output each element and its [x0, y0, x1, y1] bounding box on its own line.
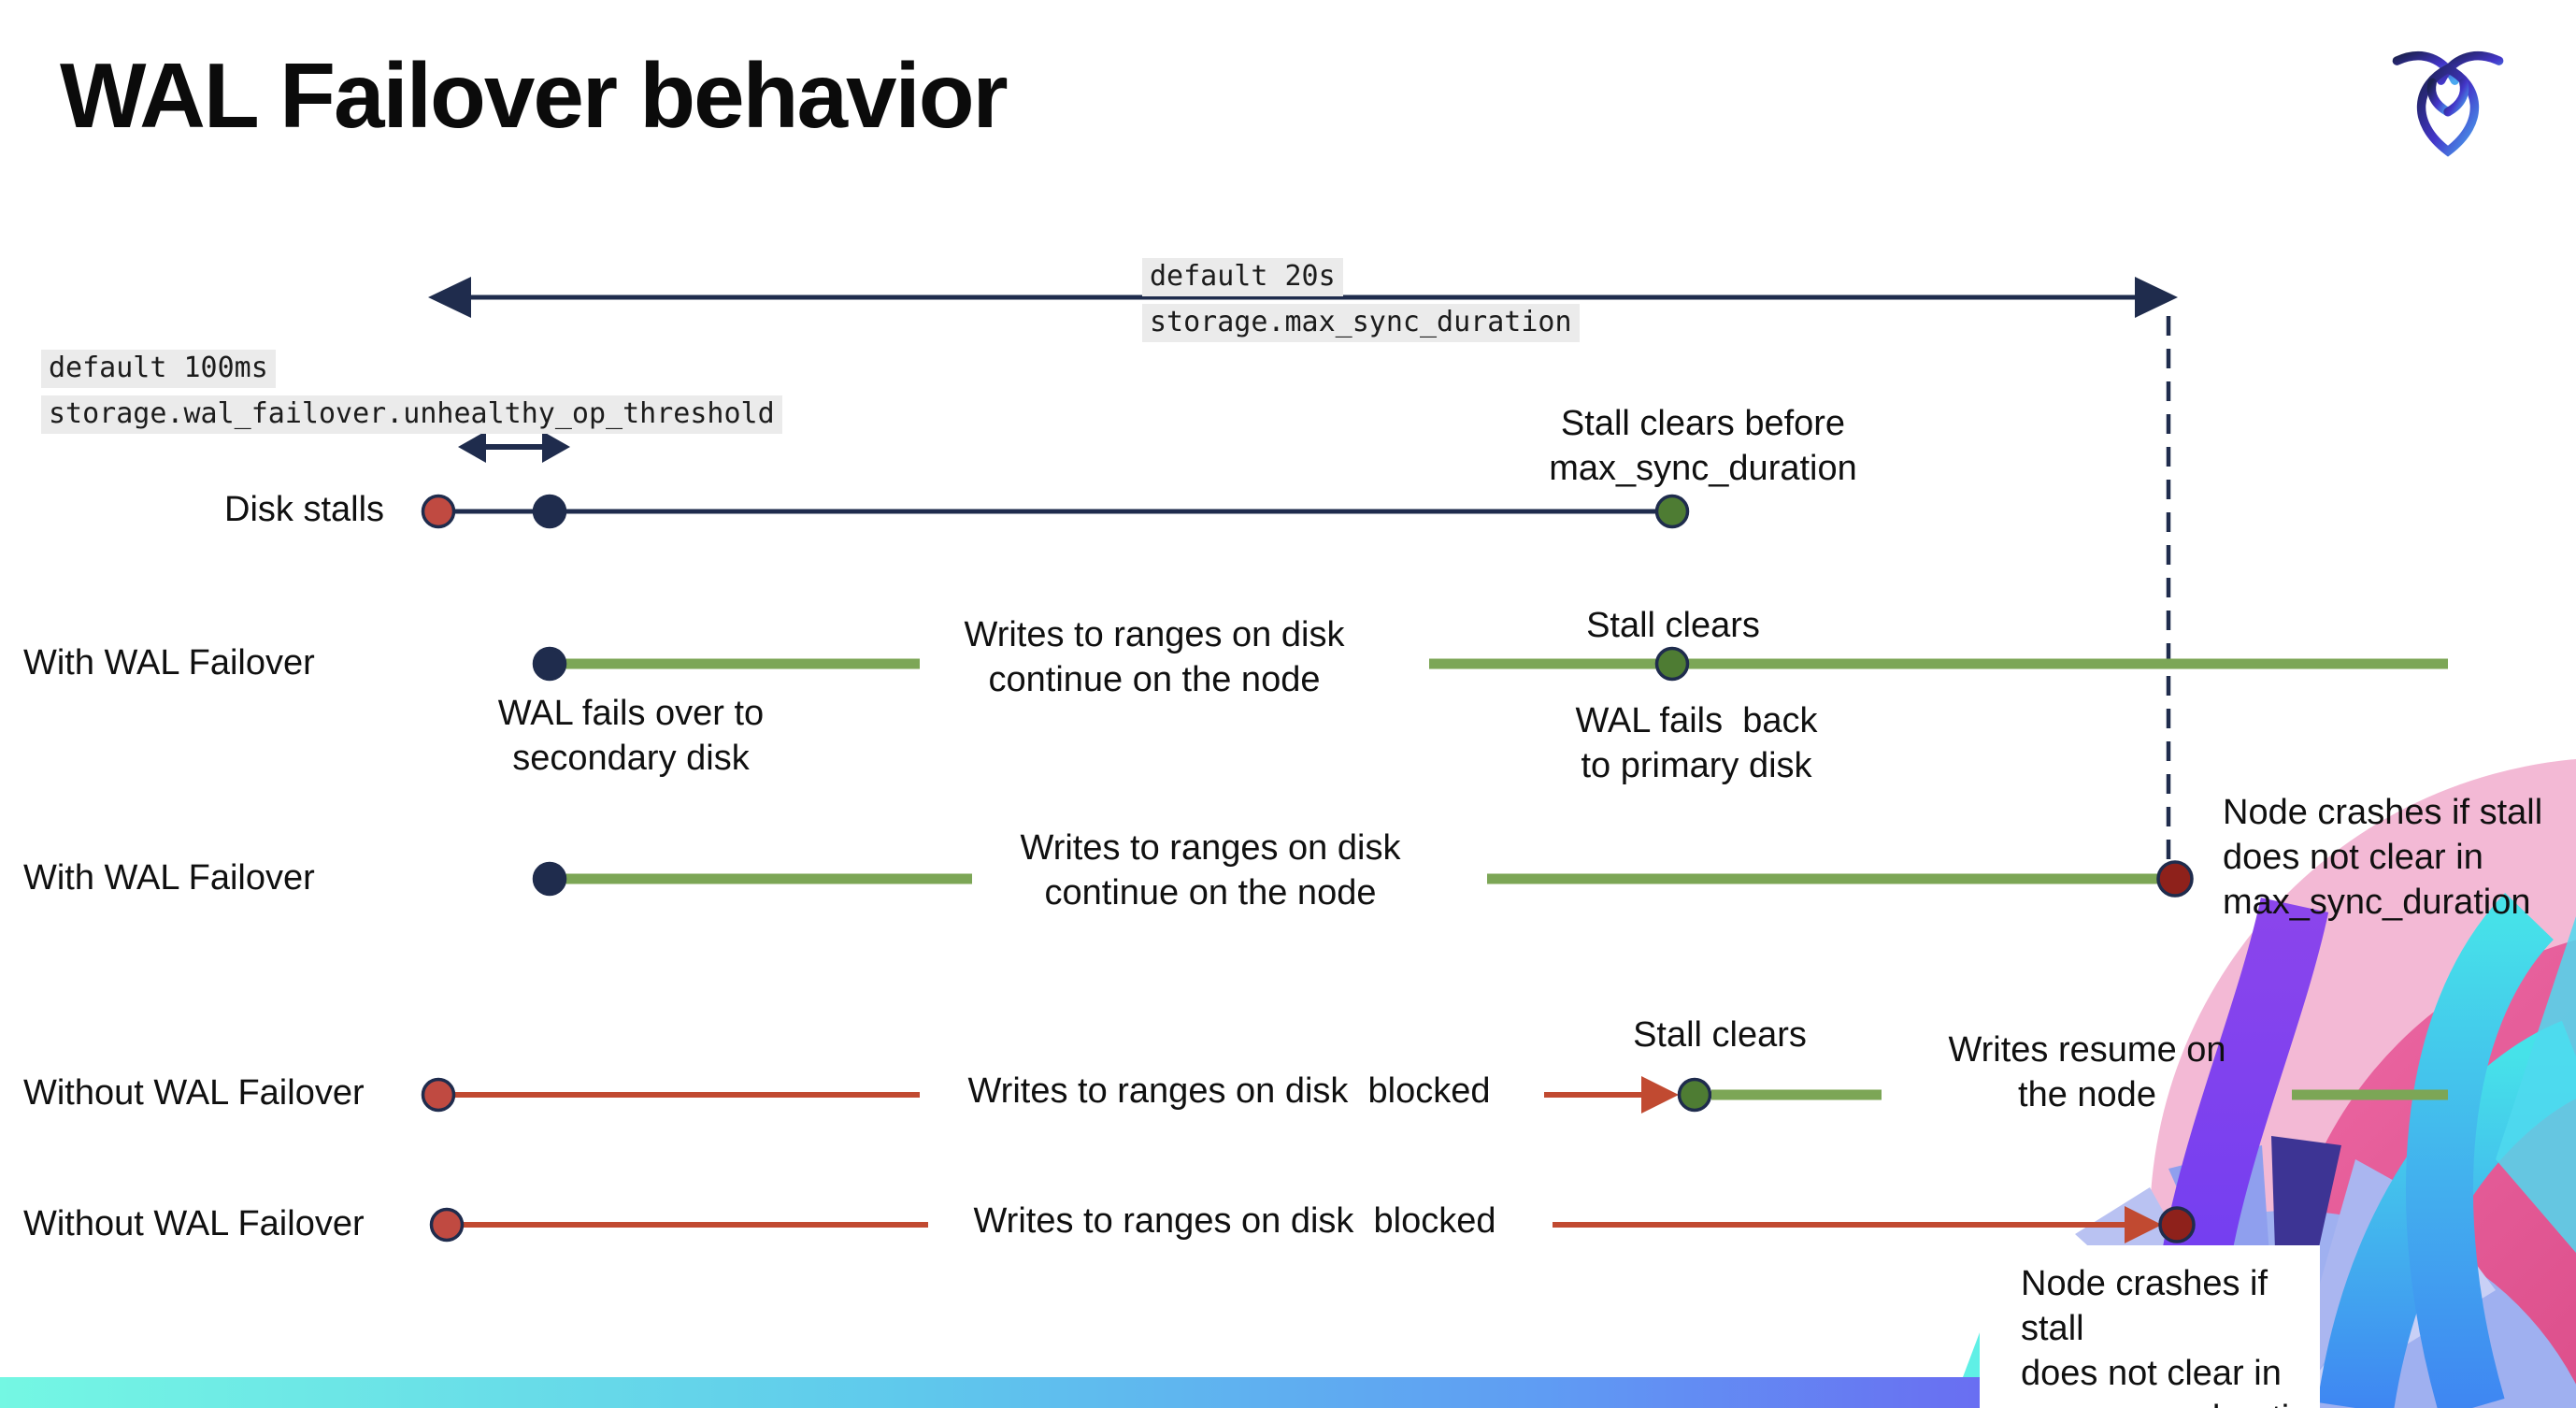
- max-sync-duration-arrowhead-right: [2135, 277, 2178, 318]
- threshold-arrowhead-right: [542, 431, 570, 463]
- stall-start-dot: [421, 494, 456, 529]
- note-writes-blocked: Writes to ranges on disk blocked: [973, 1201, 1496, 1241]
- failover-dot: [532, 861, 567, 897]
- note-stall-clears: Stall clears: [1633, 1015, 1807, 1055]
- stall-clears-dot: [1654, 646, 1690, 682]
- row-label-with-wal-failover: With WAL Failover: [23, 643, 315, 682]
- note-writes-continue: Writes to ranges on disk continue on the…: [1020, 828, 1401, 912]
- row-label-with-wal-failover: With WAL Failover: [23, 858, 315, 898]
- note-wal-fails-back: WAL fails back to primary disk: [1575, 701, 1818, 785]
- row-with-failover-a: [532, 646, 2448, 682]
- crash-note-box: Node crashes if stall does not clear in …: [1980, 1245, 2329, 1408]
- callout-unhealthy-op-threshold: default 100ms storage.wal_failover.unhea…: [41, 350, 782, 434]
- row-label-disk-stalls: Disk stalls: [224, 490, 385, 529]
- row-without-failover-a: [421, 1076, 2448, 1113]
- callout-default-value: default 100ms: [41, 350, 276, 388]
- threshold-arrowhead-left: [458, 431, 486, 463]
- note-stall-clears-before: Stall clears before max_sync_duration: [1549, 404, 1857, 488]
- red-arrowhead: [1641, 1076, 1679, 1113]
- note-writes-blocked: Writes to ranges on disk blocked: [967, 1071, 1491, 1111]
- row-with-failover-b: [532, 860, 2194, 898]
- threshold-reached-dot: [532, 494, 567, 529]
- stall-start-dot: [421, 1077, 456, 1113]
- red-arrowhead: [2125, 1206, 2162, 1243]
- note-node-crashes: Node crashes if stall does not clear in …: [2021, 1264, 2329, 1408]
- failover-dot: [532, 646, 567, 682]
- note-wal-fails-over: WAL fails over to secondary disk: [497, 694, 765, 778]
- stall-start-dot: [429, 1207, 465, 1243]
- page-title: WAL Failover behavior: [60, 44, 1009, 147]
- callout-max-sync-duration: default 20s storage.max_sync_duration: [1142, 258, 1580, 342]
- row-label-without-wal-failover: Without WAL Failover: [23, 1073, 365, 1113]
- guides: [428, 277, 2178, 862]
- note-stall-clears: Stall clears: [1586, 606, 1760, 645]
- max-sync-duration-arrowhead-left: [428, 277, 471, 318]
- node-crash-dot: [2156, 860, 2194, 898]
- note-writes-resume: Writes resume on the node: [1948, 1030, 2226, 1114]
- stall-clears-dot: [1654, 494, 1690, 529]
- row-disk-stalls: [421, 494, 1690, 529]
- note-writes-continue: Writes to ranges on disk continue on the…: [964, 615, 1345, 699]
- decorative-cockroach-art: [1963, 759, 2576, 1408]
- row-without-failover-b: [429, 1206, 2196, 1243]
- cockroachdb-logo-icon: [2392, 50, 2504, 157]
- callout-setting-name: storage.wal_failover.unhealthy_op_thresh…: [41, 395, 782, 434]
- note-node-crashes: Node crashes if stall does not clear in …: [2223, 793, 2543, 922]
- stall-clears-dot: [1677, 1077, 1712, 1113]
- node-crash-dot: [2158, 1206, 2196, 1243]
- callout-default-value: default 20s: [1142, 258, 1343, 296]
- row-label-without-wal-failover: Without WAL Failover: [23, 1204, 365, 1243]
- callout-setting-name: storage.max_sync_duration: [1142, 304, 1580, 342]
